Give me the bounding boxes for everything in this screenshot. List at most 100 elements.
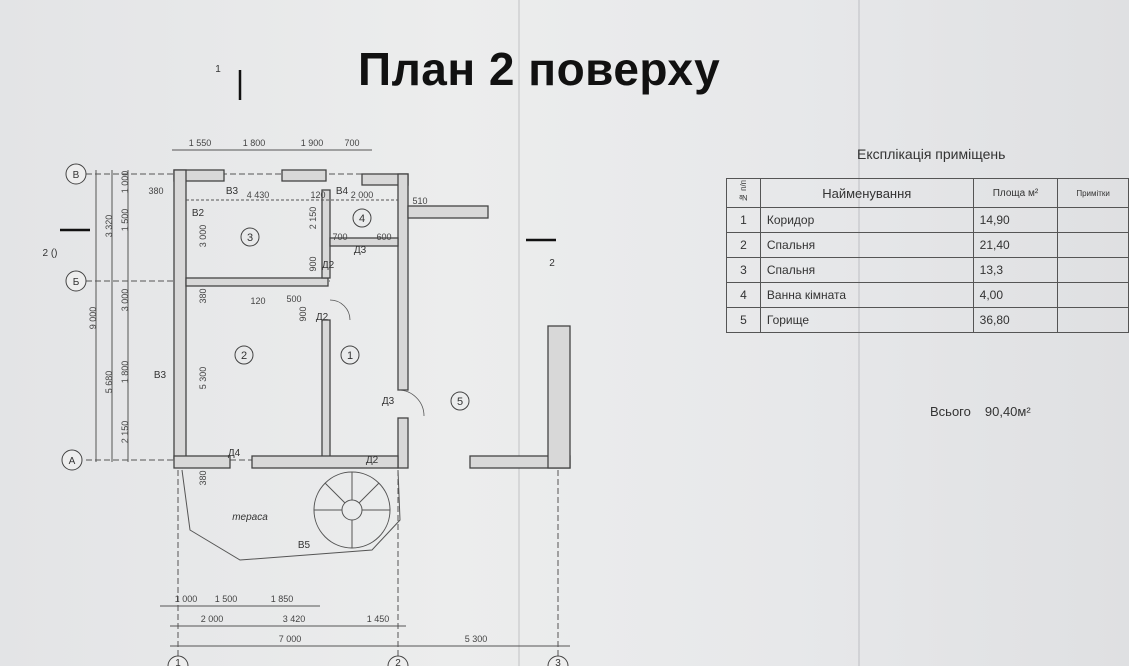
dim-label: 120 <box>250 296 265 306</box>
dim-label: 900 <box>298 306 308 321</box>
cell-name: Спальня <box>759 257 974 283</box>
dim-label: 3 000 <box>120 289 130 312</box>
label-v2: В2 <box>192 208 205 219</box>
dim-label: 5 300 <box>465 634 488 644</box>
cell-num: 2 <box>726 232 761 258</box>
cell-name: Ванна кімната <box>759 282 974 308</box>
header-num: № п/п <box>726 178 761 208</box>
dim-label: 380 <box>148 186 163 196</box>
label-v3-top: В3 <box>226 186 239 197</box>
cell-note <box>1057 257 1129 283</box>
label-v4: В4 <box>336 186 349 197</box>
cell-area: 36,80 <box>972 307 1059 333</box>
cell-num: 5 <box>726 307 761 333</box>
cell-area: 4,00 <box>972 282 1059 308</box>
section-mark-2-left: 2 () <box>43 248 58 259</box>
dim-label: 2 000 <box>351 190 374 200</box>
dim-label: 510 <box>412 196 427 206</box>
table-row: 2 Спальня 21,40 <box>726 232 1129 258</box>
paper-fold <box>518 0 520 666</box>
dim-label: 600 <box>376 232 391 242</box>
label-d4: Д4 <box>228 448 241 459</box>
dim-label: 3 320 <box>104 215 114 238</box>
axis-label-2: 2 <box>395 658 401 666</box>
label-terrace: тераса <box>232 512 268 523</box>
axis-label-3: 3 <box>555 658 561 666</box>
room-number-2: 2 <box>241 350 247 362</box>
room-number-5: 5 <box>457 396 463 408</box>
cell-area: 21,40 <box>972 232 1059 258</box>
dim-label: 2 000 <box>201 614 224 624</box>
total-area: Всього 90,40м² <box>930 404 1031 419</box>
label-d2-b: Д2 <box>316 312 329 323</box>
dim-label: 4 430 <box>247 190 270 200</box>
header-name: Найменування <box>759 178 974 208</box>
dim-label: 380 <box>198 470 208 485</box>
table-row: 1 Коридор 14,90 <box>726 207 1129 233</box>
dim-label: 1 850 <box>271 594 294 604</box>
table-row: 3 Спальня 13,3 <box>726 257 1129 283</box>
cell-name: Коридор <box>759 207 974 233</box>
dim-label: 2 150 <box>120 421 130 444</box>
dim-label: 5 300 <box>198 367 208 390</box>
label-d2-c: Д2 <box>366 455 379 466</box>
cell-area: 14,90 <box>972 207 1059 233</box>
room-number-3: 3 <box>247 232 253 244</box>
dim-label: 1 550 <box>189 138 212 148</box>
dim-label: 1 500 <box>215 594 238 604</box>
total-value: 90,40м² <box>984 404 1031 419</box>
page-title: План 2 поверху <box>358 43 721 95</box>
dim-label: 380 <box>198 288 208 303</box>
dim-label: 500 <box>286 294 301 304</box>
cell-num: 1 <box>726 207 761 233</box>
cell-note <box>1057 207 1129 233</box>
table-header-row: № п/п Найменування Площа м² Примітки <box>726 178 1129 208</box>
paper-fold <box>858 0 860 666</box>
rooms-table: № п/п Найменування Площа м² Примітки 1 К… <box>726 178 1129 333</box>
dim-label: 9 000 <box>88 307 98 330</box>
dim-label: 1 000 <box>175 594 198 604</box>
dim-label: 7 000 <box>279 634 302 644</box>
axis-label-a: А <box>69 456 76 467</box>
dim-label: 900 <box>308 256 318 271</box>
cell-area: 13,3 <box>972 257 1059 283</box>
dim-label: 1 450 <box>367 614 390 624</box>
axis-label-b: Б <box>73 277 80 288</box>
cell-note <box>1057 282 1129 308</box>
table-row: 4 Ванна кімната 4,00 <box>726 282 1129 308</box>
cell-note <box>1057 307 1129 333</box>
dim-label: 5 680 <box>104 371 114 394</box>
dim-label: 1 800 <box>120 361 130 384</box>
header-note: Примітки <box>1057 178 1129 208</box>
dim-label: 3 000 <box>198 225 208 248</box>
dim-label: 1 900 <box>301 138 324 148</box>
cell-num: 4 <box>726 282 761 308</box>
dim-label: 1 000 <box>120 171 130 194</box>
header-area: Площа м² <box>972 178 1059 208</box>
label-v3-left: В3 <box>154 370 167 381</box>
legend-title: Експлікація приміщень <box>857 146 1006 162</box>
dim-label: 120 <box>310 190 325 200</box>
dim-label: 1 800 <box>243 138 266 148</box>
cell-name: Спальня <box>759 232 974 258</box>
cell-name: Горище <box>759 307 974 333</box>
dim-label: 700 <box>344 138 359 148</box>
dim-label: 700 <box>332 232 347 242</box>
cell-num: 3 <box>726 257 761 283</box>
room-number-4: 4 <box>359 213 365 225</box>
total-label: Всього <box>930 404 971 419</box>
section-mark-2-right: 2 <box>549 258 555 269</box>
dim-label: 3 420 <box>283 614 306 624</box>
label-d3-a: Д3 <box>354 245 367 256</box>
label-v5: В5 <box>298 540 311 551</box>
section-mark-1: 1 <box>215 64 221 75</box>
cell-note <box>1057 232 1129 258</box>
axis-label-v: В <box>73 170 80 181</box>
room-number-1: 1 <box>347 350 353 362</box>
label-d3-b: Д3 <box>382 396 395 407</box>
axis-label-1: 1 <box>175 658 181 666</box>
table-row: 5 Горище 36,80 <box>726 307 1129 333</box>
label-d2-a: Д2 <box>322 260 335 271</box>
dim-label: 2 150 <box>308 207 318 230</box>
